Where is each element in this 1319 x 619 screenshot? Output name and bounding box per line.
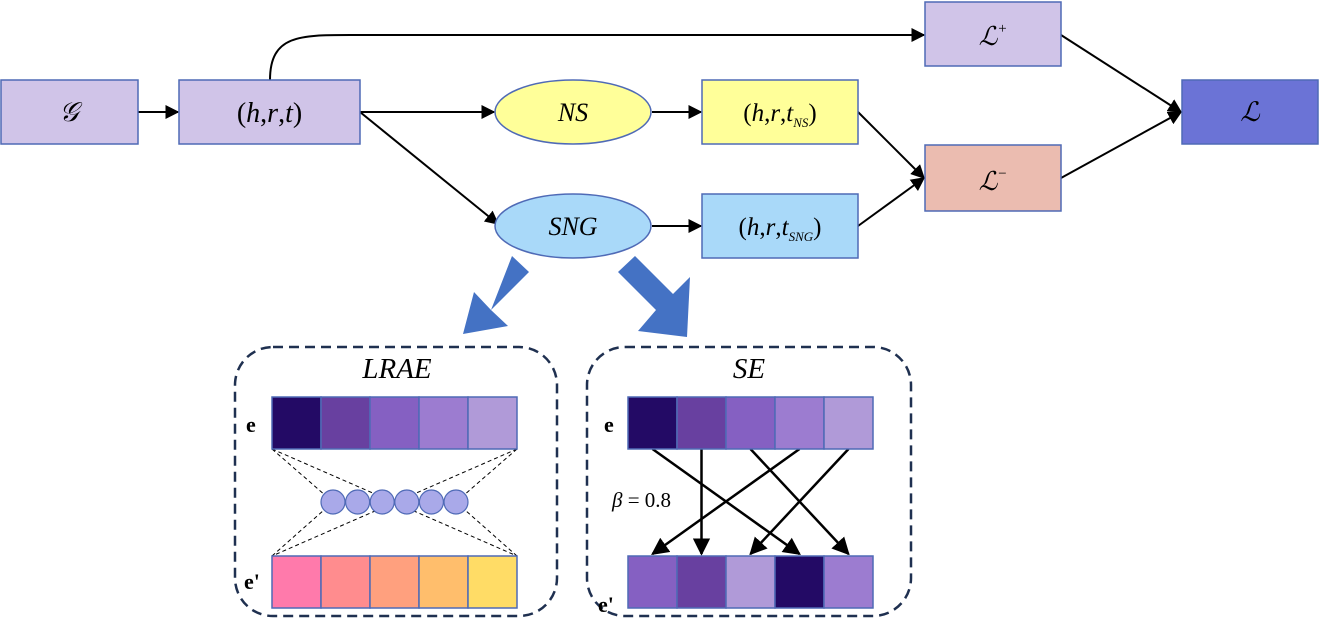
se-eprime-cell-4 bbox=[823, 555, 874, 609]
lrae-e-cell-2 bbox=[369, 396, 420, 450]
lrae-hidden-unit-2 bbox=[369, 489, 395, 515]
se-e-cell-2 bbox=[725, 396, 776, 450]
se-title: SE bbox=[733, 353, 766, 385]
lrae-eprime-label: e' bbox=[244, 569, 260, 594]
se-beta-label: β = 0.8 bbox=[611, 488, 671, 512]
lrae-eprime-cell-3 bbox=[418, 555, 469, 609]
se-e-cell-1 bbox=[676, 396, 727, 450]
lrae-e-cell-1 bbox=[320, 396, 371, 450]
fat-arrow-to-lrae bbox=[463, 256, 529, 334]
fat-arrow-to-se bbox=[618, 256, 690, 337]
se-e-cell-3 bbox=[774, 396, 825, 450]
se-eprime-cell-1 bbox=[676, 555, 727, 609]
lrae-e-label: e bbox=[246, 412, 256, 437]
node-loss-pos: ℒ+ bbox=[924, 1, 1062, 67]
node-ns: NS bbox=[494, 79, 652, 145]
triple-ns-label: (h,r,tNS) bbox=[743, 100, 817, 130]
se-eprime-cell-2 bbox=[725, 555, 776, 609]
arrow-triple-ns-to-loss-neg bbox=[857, 111, 925, 179]
se-eprime-vector bbox=[627, 555, 874, 609]
node-triple: (h,r,t) bbox=[178, 79, 361, 145]
se-eprime-cell-0 bbox=[627, 555, 678, 609]
sng-label: SNG bbox=[548, 212, 597, 241]
arrow-loss-pos-to-loss bbox=[1060, 34, 1183, 113]
node-triple-sng: (h,r,tSNG) bbox=[701, 193, 859, 259]
lrae-hidden-unit-5 bbox=[443, 489, 469, 515]
fat-arrows bbox=[463, 256, 690, 337]
lrae-eprime-cell-2 bbox=[369, 555, 420, 609]
loss-pos-label: ℒ+ bbox=[979, 21, 1008, 51]
node-triple-ns: (h,r,tNS) bbox=[701, 79, 859, 145]
lrae-hidden-unit-3 bbox=[394, 489, 420, 515]
node-sng: SNG bbox=[494, 193, 652, 259]
se-eprime-label: e' bbox=[598, 592, 614, 617]
se-e-label: e bbox=[604, 412, 614, 437]
lrae-e-vector bbox=[271, 396, 518, 450]
arrow-triple-to-loss-pos bbox=[269, 28, 926, 81]
triple-label: (h,r,t) bbox=[237, 98, 302, 129]
se-e-cell-4 bbox=[823, 396, 874, 450]
panel-lrae: LRAE e e' bbox=[233, 345, 559, 618]
ns-label: NS bbox=[557, 98, 588, 127]
lrae-e-cell-4 bbox=[467, 396, 518, 450]
triple-sng-label: (h,r,tSNG) bbox=[739, 214, 822, 244]
lrae-hidden-unit-1 bbox=[345, 489, 371, 515]
lrae-hidden-unit-0 bbox=[320, 489, 346, 515]
se-shuffle-arrow-4 bbox=[749, 448, 850, 556]
lrae-eprime-cell-0 bbox=[271, 555, 322, 609]
lrae-eprime-vector bbox=[271, 555, 518, 609]
se-e-cell-0 bbox=[627, 396, 678, 450]
connectors bbox=[138, 28, 1183, 233]
se-eprime-cell-3 bbox=[774, 555, 825, 609]
se-shuffle-arrow-3 bbox=[651, 447, 801, 556]
node-graph: 𝒢 bbox=[0, 79, 139, 145]
arrow-triple-to-sng bbox=[359, 111, 500, 225]
se-shuffle-arrows bbox=[651, 447, 850, 556]
loss-label: ℒ bbox=[1240, 97, 1260, 127]
loss-neg-label: ℒ− bbox=[979, 166, 1008, 196]
arrow-loss-neg-to-loss bbox=[1060, 111, 1183, 179]
se-e-vector bbox=[627, 396, 874, 450]
lrae-hidden-unit-4 bbox=[418, 489, 444, 515]
lrae-title: LRAE bbox=[361, 353, 432, 385]
lrae-e-cell-3 bbox=[418, 396, 469, 450]
arrow-triple-sng-to-loss-neg bbox=[857, 177, 926, 227]
lrae-eprime-cell-1 bbox=[320, 555, 371, 609]
lrae-e-cell-0 bbox=[271, 396, 322, 450]
panel-se: SE e e' β = 0.8 bbox=[585, 345, 913, 618]
lrae-eprime-cell-4 bbox=[467, 555, 518, 609]
lrae-hidden-units bbox=[320, 489, 469, 515]
node-loss: ℒ bbox=[1181, 79, 1319, 145]
node-loss-neg: ℒ− bbox=[924, 144, 1062, 212]
